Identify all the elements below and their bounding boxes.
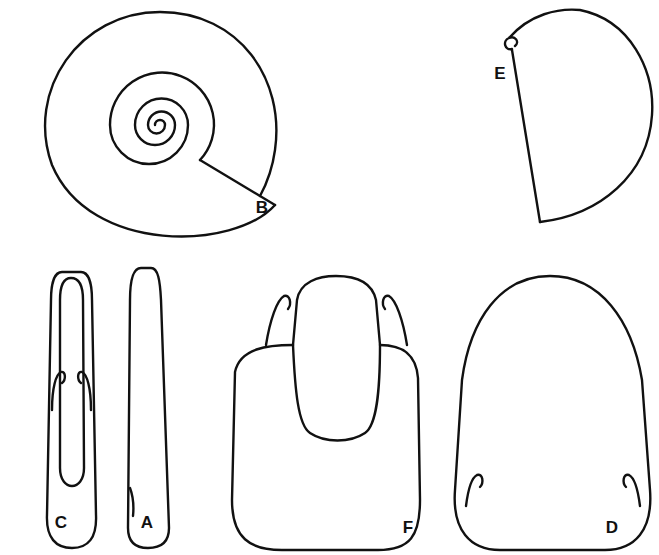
shell-e <box>505 10 652 222</box>
view-letter: C <box>55 514 67 531</box>
shell-c <box>47 272 96 548</box>
view-letter: A <box>141 514 153 531</box>
shell-d <box>455 276 651 550</box>
shell-b <box>45 12 276 236</box>
view-letter: F <box>403 519 413 536</box>
view-letter: B <box>256 199 268 216</box>
view-letter: D <box>606 519 618 536</box>
shell-a <box>128 268 169 548</box>
view-letter: E <box>494 65 505 82</box>
shell-f <box>232 276 420 550</box>
